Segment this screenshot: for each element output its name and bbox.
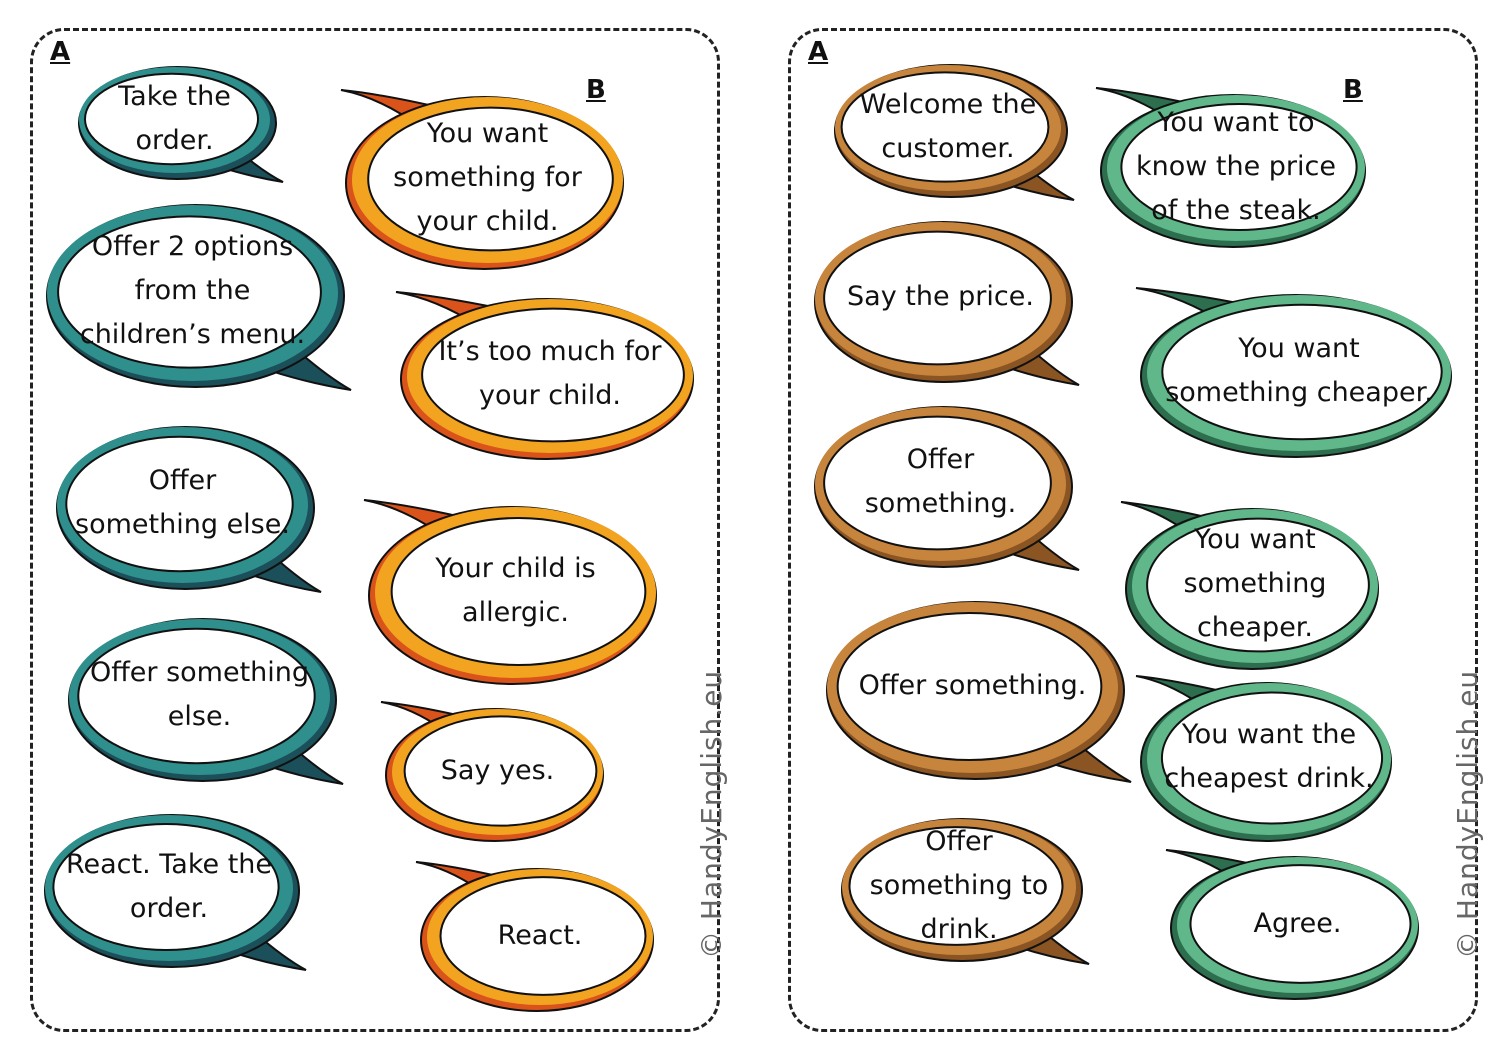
bubble-text: Take the order. (118, 80, 231, 156)
speech-bubble-b-4: Say yes. (380, 701, 610, 842)
speech-bubble-shape (814, 406, 1080, 571)
speech-bubble-shape (1120, 501, 1379, 670)
speech-bubble-shape (46, 204, 352, 391)
bubble-inner (57, 215, 322, 369)
bubble-text: Offer something to drink. (869, 825, 1049, 945)
speech-bubble-a-4: Offer something else. (62, 612, 344, 785)
speech-bubble-a-2: Say the price. (808, 215, 1080, 386)
bubble-text: Say yes. (440, 754, 555, 786)
bubble-text: Offer something else. (75, 465, 290, 541)
bubble-text: It’s too much for your child. (438, 336, 662, 412)
speech-bubble-shape (68, 618, 344, 785)
bubble-text: React. Take the order. (65, 848, 272, 924)
speech-bubble-shape (395, 291, 694, 460)
speech-bubble-b-5: Agree. (1165, 849, 1425, 1000)
speech-bubble-shape (44, 814, 307, 971)
label-b: B (586, 75, 606, 105)
bubble-text: Offer 2 options from the children’s menu… (79, 231, 306, 351)
bubble-text: You want the cheapest drink. (1164, 719, 1374, 795)
speech-bubble-a-1: Welcome the customer. (828, 58, 1075, 201)
speech-bubble-shape (841, 818, 1090, 965)
speech-bubble-b-2: It’s too much for your child. (395, 291, 700, 460)
speech-bubble-a-3: Offer something. (808, 400, 1080, 571)
bubble-inner (1146, 517, 1370, 653)
speech-bubble-a-4: Offer something. (820, 595, 1132, 783)
bubble-text: Offer something else. (89, 657, 310, 733)
speech-bubble-shape (1135, 287, 1452, 458)
speech-bubble-b-3: Your child is allergic. (363, 499, 663, 685)
bubble-inner (848, 826, 1064, 946)
bubble-text: You want to know the price of the steak. (1135, 106, 1336, 226)
speech-bubble-shape (1165, 849, 1419, 1000)
bubble-text: Your child is allergic. (435, 552, 596, 628)
speech-bubble-shape (380, 701, 604, 842)
bubble-text: You want something cheaper. (1183, 524, 1327, 644)
speech-bubble-shape (826, 601, 1132, 783)
card-right: A B © HandyEnglish.eu (788, 28, 1484, 1032)
label-a: A (50, 37, 71, 67)
speech-bubble-b-1: You want something for your child. (340, 89, 630, 270)
speech-bubble-shape (834, 64, 1075, 201)
speech-bubble-shape (1095, 87, 1366, 248)
speech-bubble-shape (814, 221, 1080, 386)
speech-bubble-a-1: Take the order. (72, 60, 284, 183)
speech-bubble-shape (1135, 675, 1392, 842)
speech-bubble-shape (56, 426, 322, 593)
speech-bubble-shape (415, 861, 654, 1012)
bubble-text: Say the price. (847, 281, 1034, 313)
speech-bubble-a-5: React. Take the order. (38, 808, 307, 971)
speech-bubble-shape (78, 66, 284, 183)
speech-bubble-b-3: You want something cheaper. (1120, 501, 1385, 670)
bubble-inner (52, 822, 280, 952)
bubble-inner (836, 611, 1103, 762)
bubble-inner (1160, 691, 1384, 825)
speech-bubble-b-2: You want something cheaper. (1135, 287, 1458, 458)
bubble-text: React. (497, 919, 583, 951)
bubble-inner (367, 106, 614, 252)
bubble-inner (1120, 102, 1358, 232)
speech-bubble-a-2: Offer 2 options from the children’s menu… (40, 198, 352, 391)
speech-bubble-b-5: React. (415, 861, 660, 1012)
label-a: A (808, 37, 829, 67)
bubble-inner (65, 435, 294, 573)
bubble-text: Agree. (1253, 907, 1342, 939)
bubble-inner (390, 516, 647, 667)
speech-bubble-shape (340, 89, 624, 270)
bubble-inner (823, 230, 1052, 366)
bubble-inner (840, 71, 1050, 183)
bubble-inner (1189, 864, 1412, 984)
speech-bubble-shape (363, 499, 657, 685)
bubble-inner (421, 307, 685, 443)
bubble-text: You want something cheaper. (1165, 333, 1433, 409)
bubble-text: Welcome the customer. (859, 88, 1037, 164)
speech-bubble-b-1: You want to know the price of the steak. (1095, 87, 1372, 248)
bubble-inner (403, 715, 598, 827)
bubble-text: Offer something. (864, 444, 1017, 520)
label-b: B (1343, 75, 1363, 105)
bubble-inner (823, 415, 1052, 551)
copyright: © HandyEnglish.eu (1451, 669, 1484, 959)
bubble-text: You want something for your child. (393, 118, 582, 238)
speech-bubble-a-5: Offer something to drink. (835, 812, 1090, 965)
bubble-inner (84, 72, 259, 166)
card-left: A B © HandyEnglish.eu (30, 28, 728, 1032)
bubble-inner (439, 876, 647, 996)
bubble-inner (77, 627, 316, 765)
speech-bubble-b-4: You want the cheapest drink. (1135, 675, 1398, 842)
bubble-text: Offer something. (858, 669, 1087, 701)
copyright: © HandyEnglish.eu (695, 669, 728, 959)
speech-bubble-a-3: Offer something else. (50, 420, 322, 593)
bubble-inner (1161, 303, 1443, 441)
